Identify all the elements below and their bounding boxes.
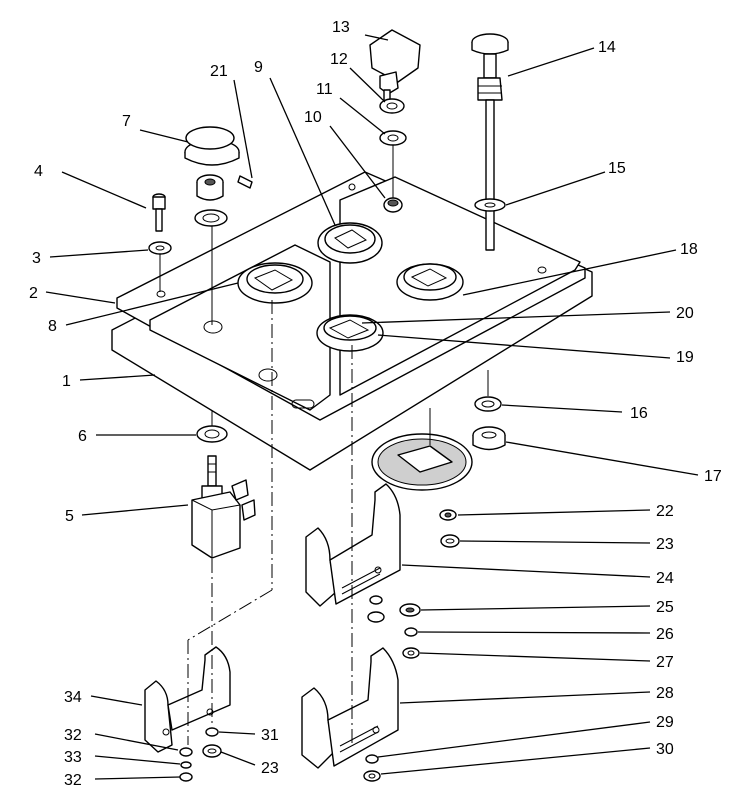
lock-washer-16 [474,396,502,412]
hex-nut-23 [440,534,460,548]
callout-18: 18 [680,241,698,258]
throttle-knob-7 [184,126,240,166]
hex-nut-32 [179,772,193,782]
callout-16: 16 [630,405,648,422]
hex-nut-30 [363,770,381,782]
switch-5 [191,455,256,559]
choke-cable-14 [471,33,509,251]
callout-21: 21 [210,63,228,80]
gauge-8 [237,262,313,304]
washer-32 [179,747,193,757]
lock-washer [369,595,383,605]
spacer [196,174,224,201]
panel-hole [203,320,223,334]
ignition-switch-10 [383,197,403,213]
callout-32b: 32 [64,772,82,789]
gauge-18 [396,263,464,301]
ignition-key [369,29,421,103]
callout-22: 22 [656,503,674,520]
gauge-19-20 [316,314,384,352]
hex-nut-throttle [194,209,228,227]
lock-washer-29 [365,754,379,764]
callout-13: 13 [332,19,350,36]
lock-washer-33 [180,761,192,769]
callout-6: 6 [78,428,87,445]
callout-8: 8 [48,318,57,335]
bracket-28 [301,647,399,769]
lock-washer-31 [205,727,219,737]
lock-washer-26 [404,627,418,637]
callout-11: 11 [316,81,333,98]
callout-14: 14 [598,39,616,56]
callout-3: 3 [32,250,41,267]
hex-nut-27 [402,647,420,659]
gauge-cup [371,433,473,491]
callout-24: 24 [656,570,674,587]
bolt-4 [152,193,166,232]
washer-3 [148,241,172,255]
panel-hole [156,290,166,298]
callout-25: 25 [656,599,674,616]
washer-25 [399,603,421,617]
callout-29: 29 [656,714,674,731]
callout-numbers: 1 2 3 4 5 6 7 8 9 10 11 12 13 14 15 16 1… [29,19,722,789]
set-screw-21 [237,175,253,189]
hex-nut-6 [196,425,228,443]
callout-2: 2 [29,285,38,302]
callout-7: 7 [122,113,131,130]
callout-30: 30 [656,741,674,758]
callout-5: 5 [65,508,74,525]
leader-lines [45,34,699,780]
bracket-34 [144,646,231,753]
hex-nut-23-lower [202,744,222,758]
callout-31: 31 [261,727,279,744]
hex-nut [367,611,385,623]
callout-26: 26 [656,626,674,643]
callout-17: 17 [704,468,722,485]
callout-9: 9 [254,59,263,76]
callout-12: 12 [330,51,348,68]
callout-32: 32 [64,727,82,744]
gauge-9 [317,222,383,264]
callout-28: 28 [656,685,674,702]
callout-4: 4 [34,163,43,180]
hex-nut-12 [379,98,405,114]
panel-hole [258,368,278,382]
callout-10: 10 [304,109,322,126]
callout-1: 1 [62,373,71,390]
callout-33: 33 [64,749,82,766]
callout-23: 23 [656,536,674,553]
callout-15: 15 [608,160,626,177]
callout-27: 27 [656,654,674,671]
callout-20: 20 [676,305,694,322]
callout-23b: 23 [261,760,279,777]
bracket-24 [305,483,401,607]
callout-34: 34 [64,689,82,706]
washer-22 [439,509,457,521]
hex-nut-17 [472,426,506,451]
callout-19: 19 [676,349,694,366]
center-lines [187,300,353,745]
